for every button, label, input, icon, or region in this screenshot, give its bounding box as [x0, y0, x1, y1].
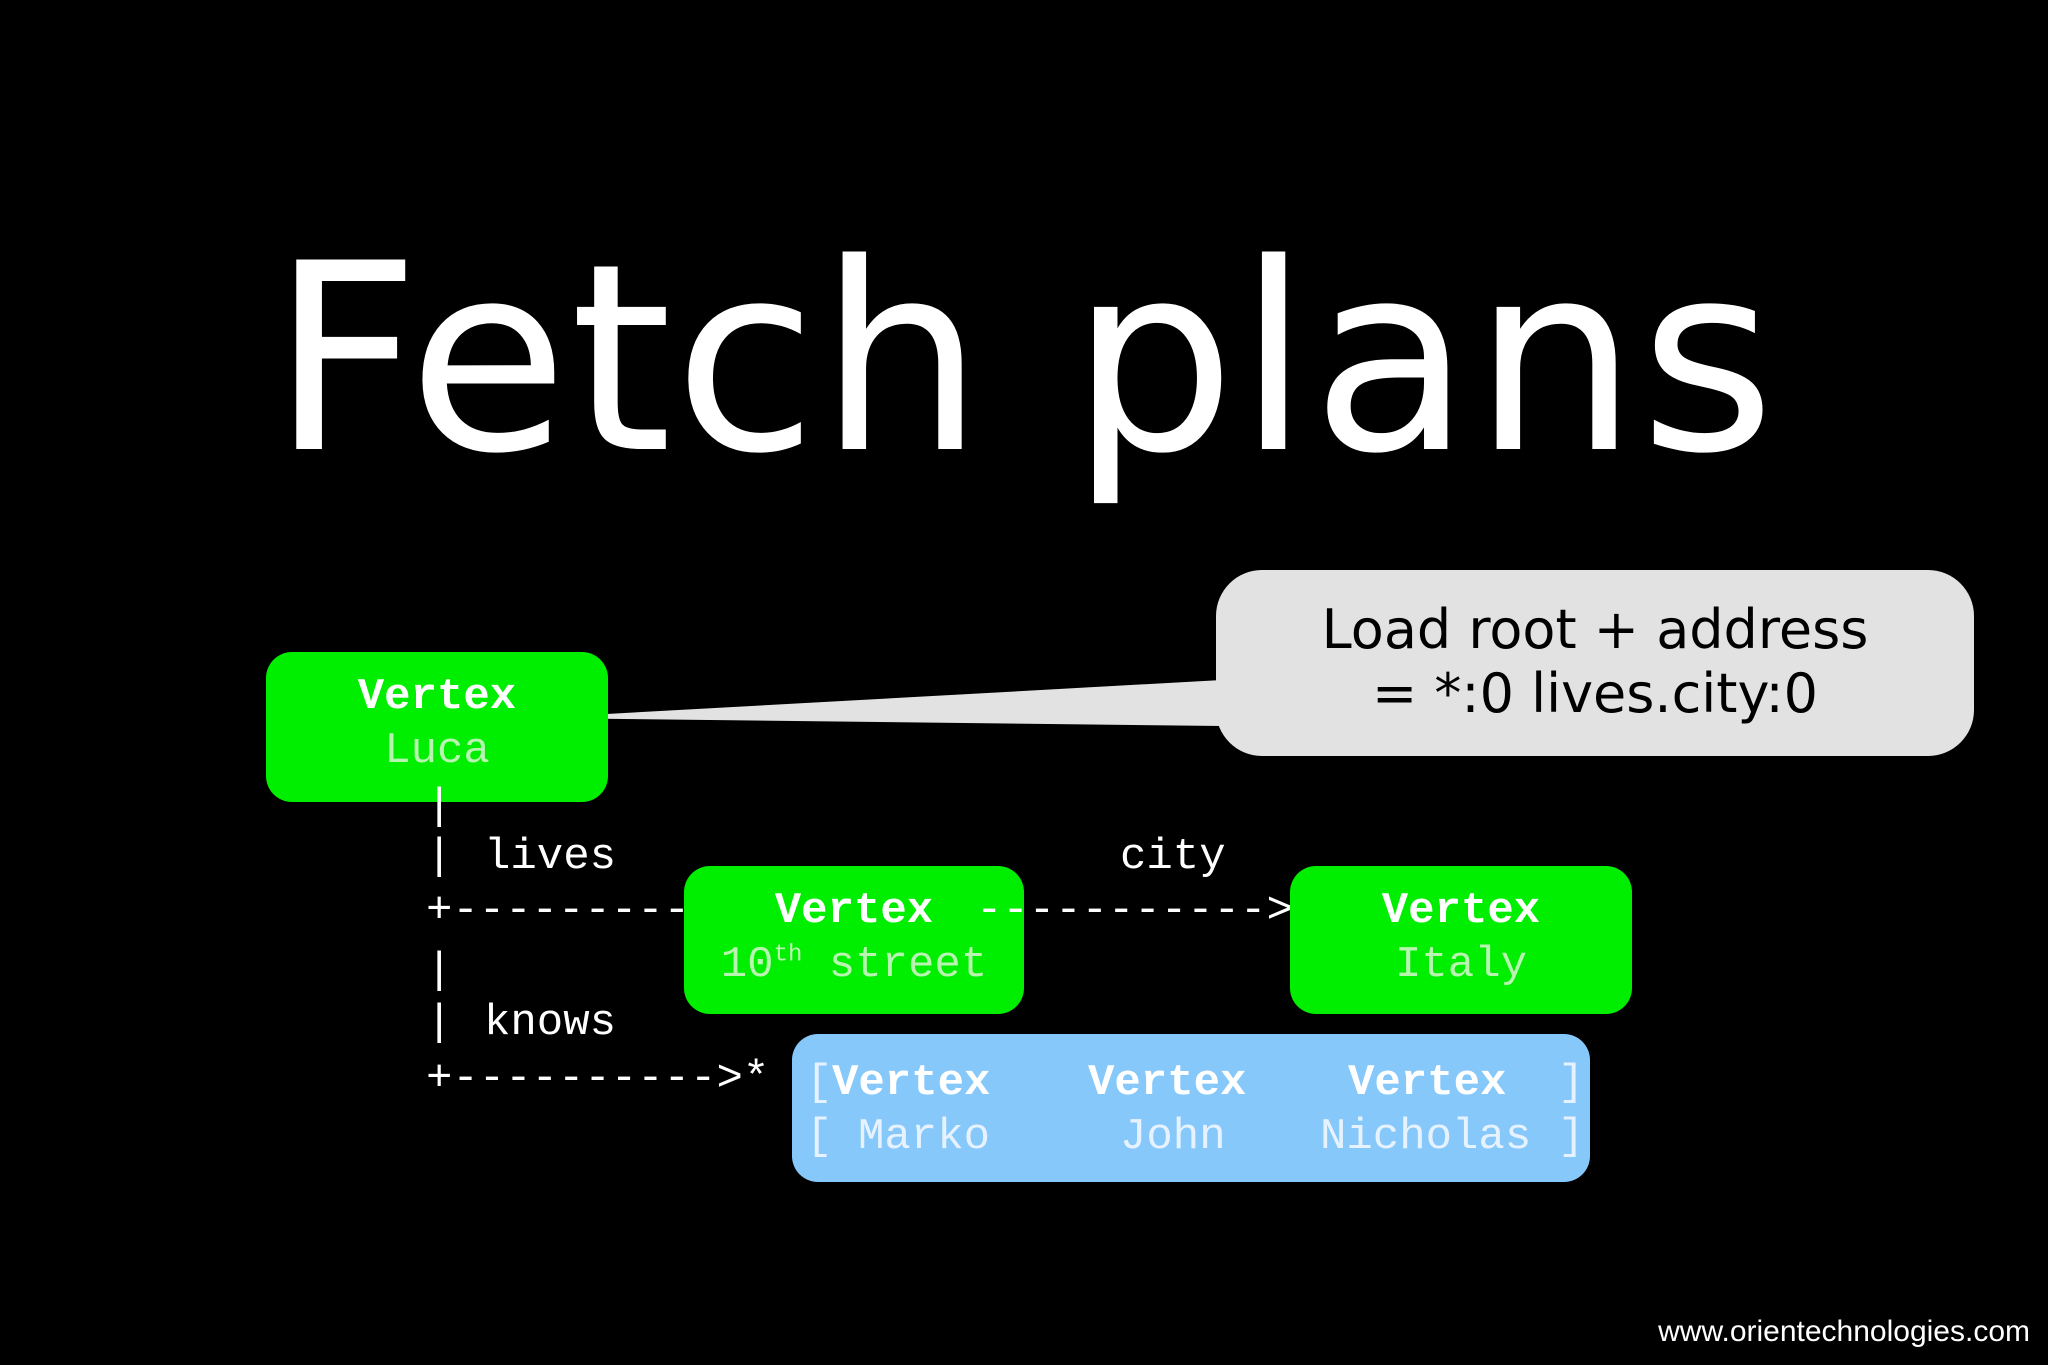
- pipe-4: |: [426, 998, 453, 1048]
- list-item-value-nicholas: Nicholas: [1320, 1112, 1532, 1162]
- list-open-bracket-bottom: [: [806, 1112, 833, 1162]
- list-item-type-marko: Vertex: [832, 1058, 991, 1108]
- footer-url: www.orientechnologies.com: [1658, 1315, 2030, 1348]
- street-number: 10: [720, 940, 774, 990]
- slide-title: Fetch plans: [270, 209, 1778, 511]
- list-item-value-marko: Marko: [858, 1112, 991, 1162]
- list-close-bracket-top: ]: [1558, 1058, 1585, 1108]
- callout-line-2: = *:0 lives.city:0: [1371, 662, 1819, 725]
- vertex-italy-type: Vertex: [1381, 886, 1541, 936]
- list-item-type-nicholas: Vertex: [1348, 1058, 1507, 1108]
- pipe-3: |: [426, 946, 453, 996]
- lives-arrow: +--------->: [426, 886, 743, 936]
- vertex-street: Vertex 10th street: [684, 866, 1024, 1014]
- vertex-list: [ Vertex Vertex Vertex ] [ Marko John Ni…: [792, 1034, 1590, 1182]
- list-close-bracket-bottom: ]: [1558, 1112, 1585, 1162]
- list-open-bracket-top: [: [806, 1058, 833, 1108]
- vertex-luca-value: Luca: [384, 726, 490, 776]
- vertex-luca-type: Vertex: [357, 672, 517, 722]
- pipe-1: |: [426, 782, 453, 832]
- vertex-street-value: 10th street: [684, 938, 1024, 992]
- city-arrow: ----------->: [976, 886, 1320, 936]
- edge-label-lives: lives: [484, 832, 617, 882]
- vertex-italy: Vertex Italy: [1290, 866, 1632, 1014]
- vertex-street-type: Vertex: [774, 886, 934, 936]
- list-item-type-john: Vertex: [1088, 1058, 1247, 1108]
- vertex-italy-value: Italy: [1394, 940, 1528, 990]
- pipe-2: |: [426, 832, 453, 882]
- callout-line-1: Load root + address: [1321, 598, 1869, 661]
- callout-bubble: Load root + address = *:0 lives.city:0: [1216, 570, 1974, 756]
- street-suffix: street: [802, 940, 988, 990]
- edge-label-city: city: [1120, 832, 1226, 882]
- knows-arrow: +---------->*: [426, 1054, 770, 1104]
- edge-label-knows: knows: [484, 998, 617, 1048]
- list-item-value-john: John: [1120, 1112, 1226, 1162]
- street-superscript: th: [773, 941, 803, 969]
- vertex-luca: Vertex Luca: [266, 652, 608, 802]
